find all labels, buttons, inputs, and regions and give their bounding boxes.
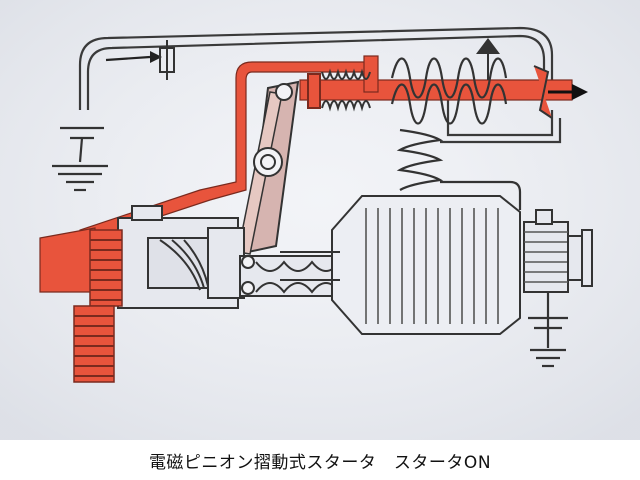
- caption-bar: 電磁ピニオン摺動式スタータ スタータON: [0, 440, 640, 480]
- commutator-icon: [523, 209, 593, 293]
- switch-arrow-icon: [105, 40, 175, 80]
- ring-gear-icon: [73, 305, 115, 383]
- solenoid-coil-icon: [390, 57, 522, 210]
- pinion-clutch-assembly: [117, 205, 341, 309]
- ground-left-icon: [52, 126, 108, 192]
- starter-motor-diagram: [0, 0, 640, 440]
- output-arrow-icon: [533, 65, 588, 119]
- top-wiring: [78, 26, 562, 144]
- return-spring-icon: [307, 68, 371, 112]
- pinion-gear-icon: [89, 229, 123, 307]
- ground-right-icon: [528, 292, 568, 368]
- motor-armature-icon: [280, 195, 521, 335]
- ground-top-icon: [476, 38, 500, 80]
- diagram-caption: 電磁ピニオン摺動式スタータ スタータON: [148, 452, 492, 473]
- shift-lever-icon: [237, 80, 300, 255]
